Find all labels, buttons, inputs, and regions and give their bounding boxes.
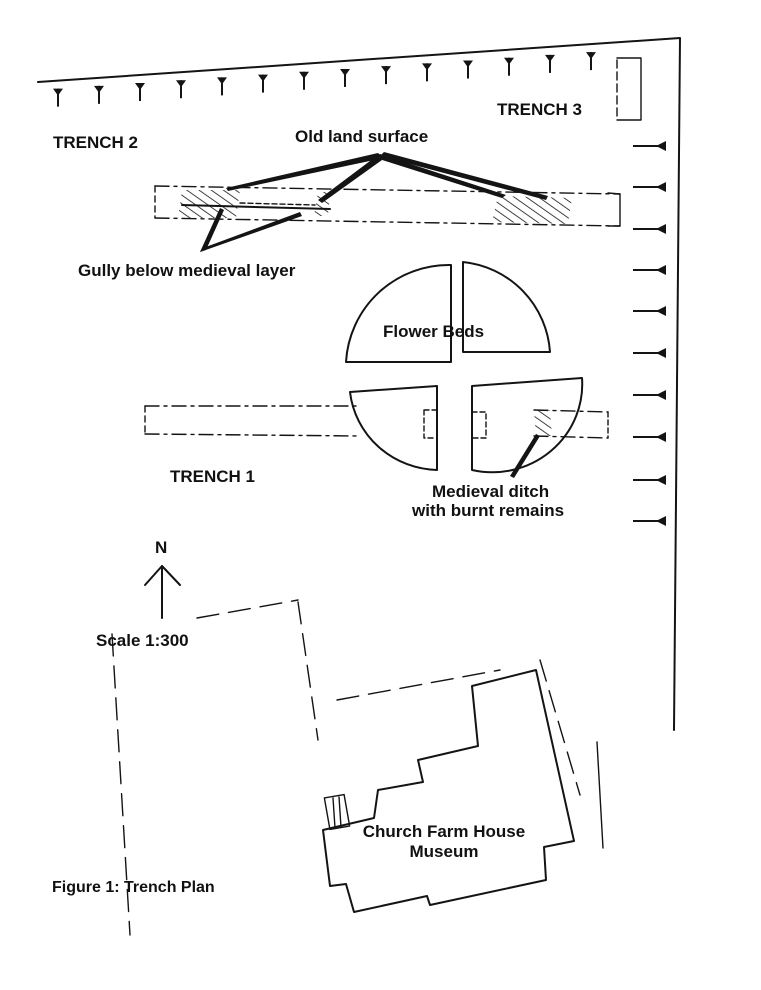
top-tick-mark: [53, 88, 63, 107]
right-tick-mark: [633, 348, 666, 358]
top-tick-mark: [135, 83, 145, 102]
medieval-ditch-label-line1: Medieval ditch: [432, 482, 550, 501]
top-boundary-ticks: [53, 52, 596, 107]
scale-label: Scale 1:300: [96, 631, 189, 650]
trench-1-label: TRENCH 1: [170, 467, 256, 486]
old-land-surface-label: Old land surface: [295, 127, 429, 146]
top-tick-mark: [94, 85, 104, 104]
right-tick-mark: [633, 432, 666, 442]
right-tick-mark: [633, 224, 666, 234]
trench-3-label: TRENCH 3: [497, 100, 583, 119]
top-tick-mark: [586, 52, 596, 71]
medieval-ditch-label-line2: with burnt remains: [412, 501, 565, 520]
right-tick-mark: [633, 182, 666, 192]
top-tick-mark: [463, 60, 473, 79]
site-boundary: [37, 37, 681, 731]
right-tick-mark: [633, 390, 666, 400]
top-tick-mark: [381, 66, 391, 85]
flower-beds: [345, 261, 584, 474]
top-tick-mark: [340, 68, 350, 87]
top-tick-mark: [217, 77, 227, 96]
flower-beds-label: Flower Beds: [383, 322, 485, 341]
gully-label: Gully below medieval layer: [78, 261, 296, 280]
trench-2-label: TRENCH 2: [53, 133, 139, 152]
right-tick-mark: [633, 306, 666, 316]
right-tick-mark: [633, 265, 666, 275]
top-tick-mark: [422, 63, 432, 82]
house-outline: [322, 669, 575, 913]
old-land-surface-hatch: [178, 190, 572, 224]
right-tick-mark: [633, 516, 666, 526]
top-tick-mark: [258, 74, 268, 93]
figure-caption: Figure 1: Trench Plan: [52, 879, 215, 896]
top-tick-mark: [504, 57, 514, 76]
north-arrow: [144, 565, 181, 619]
trench-2-outline: [154, 185, 621, 227]
top-tick-mark: [176, 80, 186, 99]
right-tick-mark: [633, 141, 666, 151]
top-tick-mark: [545, 54, 555, 73]
north-label: N: [155, 538, 168, 557]
right-boundary-ticks: [633, 141, 666, 526]
gully-feature: [181, 202, 331, 210]
property-boundaries: [111, 599, 604, 936]
house-label-line2: Museum: [409, 842, 479, 861]
top-tick-mark: [299, 71, 309, 90]
old-land-surface-leaders: [226, 152, 548, 203]
trench-3-outline: [616, 57, 642, 121]
gully-leaders: [200, 208, 302, 252]
medieval-ditch: [510, 410, 552, 478]
right-tick-mark: [633, 475, 666, 485]
house-label-line1: Church Farm House: [362, 822, 526, 841]
